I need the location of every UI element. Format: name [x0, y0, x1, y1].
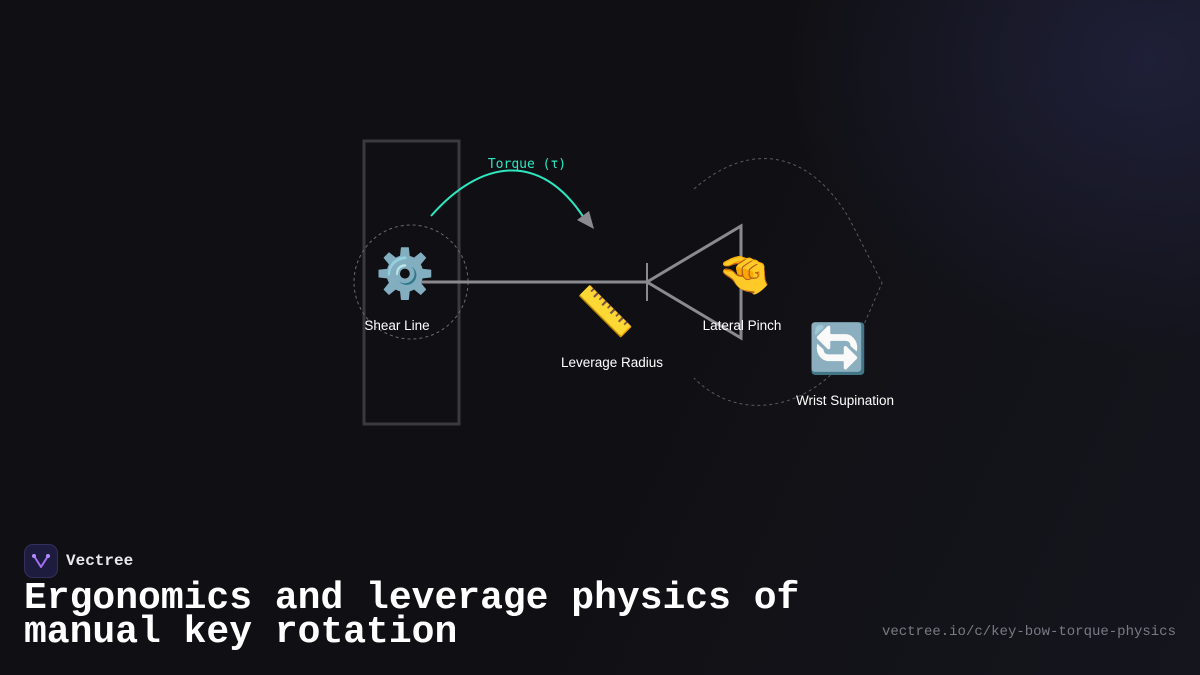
rotate-arrows-icon: 🔄 — [808, 321, 868, 377]
torque-label: Torque (τ) — [487, 157, 567, 172]
lateral-pinch-label: Lateral Pinch — [702, 318, 782, 333]
ruler-icon: 📏 — [575, 284, 635, 340]
torque-arrowhead — [577, 211, 594, 229]
gear-icon: ⚙️ — [375, 246, 435, 302]
brand: Vectree — [24, 544, 133, 578]
page-title: Ergonomics and leverage physics of manua… — [24, 577, 800, 654]
leverage-radius-label: Leverage Radius — [560, 355, 664, 370]
shear-line-label: Shear Line — [364, 318, 430, 333]
key-bow — [644, 223, 743, 341]
wrist-supination-label: Wrist Supination — [795, 393, 895, 408]
brand-name: Vectree — [66, 552, 134, 570]
vectree-logo-icon — [24, 544, 58, 578]
torque-arc — [430, 169, 585, 219]
pinching-hand-icon: 🤏 — [717, 249, 772, 300]
hand-motion-envelope — [693, 158, 883, 406]
page-url: vectree.io/c/key-bow-torque-physics — [881, 624, 1176, 640]
